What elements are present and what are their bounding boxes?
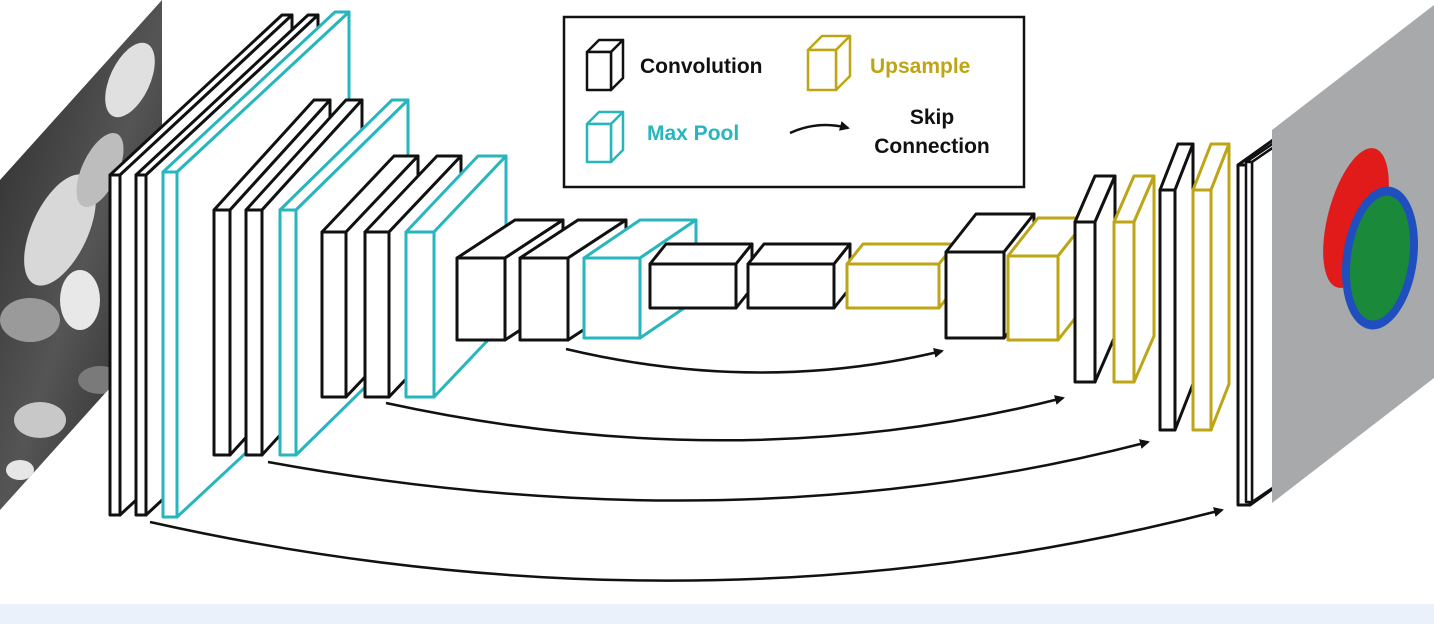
conv-block-5b (746, 242, 852, 310)
skip-arrow-3 (267, 439, 1150, 502)
legend-icons (585, 34, 852, 164)
legend-skip-arrow-icon (789, 121, 850, 135)
legend: Convolution Upsample Max Pool Skip Conne… (562, 15, 1026, 189)
legend-maxpool-icon (585, 110, 625, 164)
unet-architecture-diagram: Convolution Upsample Max Pool Skip Conne… (0, 0, 1434, 582)
legend-convolution-label: Convolution (640, 55, 762, 78)
legend-skip-label-line1: Skip (910, 106, 954, 129)
bottom-strip (0, 604, 1434, 624)
upsample-block-6 (1006, 216, 1090, 342)
output-segmentation-image (1272, 5, 1434, 503)
legend-box (562, 15, 1026, 189)
skip-arrow-1 (565, 347, 944, 374)
legend-upsample-label: Upsample (870, 55, 970, 78)
network-blocks (108, 10, 1298, 519)
legend-convolution-icon (585, 38, 625, 92)
upsample-block-7 (1112, 174, 1156, 384)
conv-block-8a (1158, 142, 1195, 432)
legend-skip-label-line2: Connection (874, 135, 990, 158)
skip-arrow-2 (385, 395, 1065, 442)
legend-upsample-icon (806, 34, 852, 92)
upsample-block-5 (845, 242, 957, 310)
legend-maxpool-label: Max Pool (647, 122, 739, 145)
conv-block-7a (1073, 174, 1117, 384)
skip-arrow-4 (149, 507, 1224, 582)
conv-block-5a (648, 242, 754, 310)
skip-connections (149, 347, 1224, 582)
conv-block-8b (1191, 142, 1231, 432)
